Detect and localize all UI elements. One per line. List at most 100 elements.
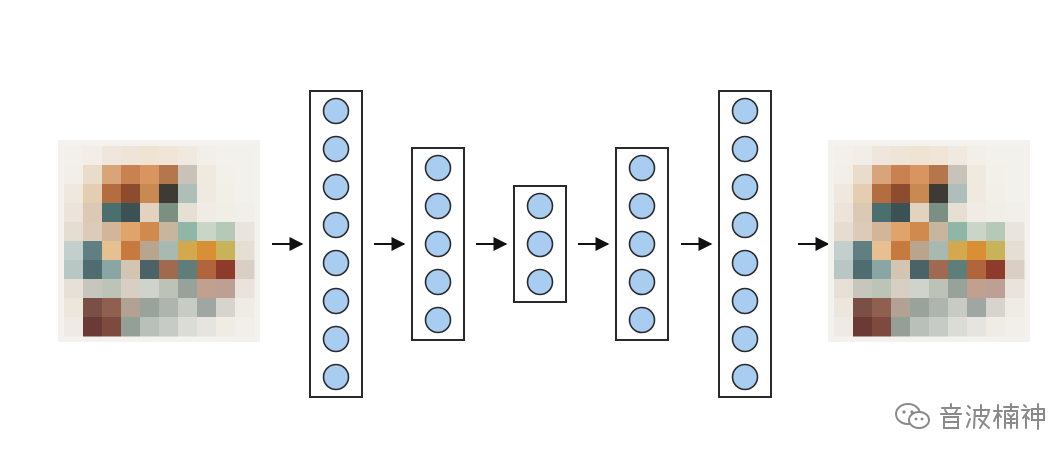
image-pixel bbox=[121, 222, 141, 242]
image-pixel bbox=[834, 165, 854, 185]
image-pixel bbox=[967, 165, 987, 185]
neuron-node bbox=[424, 154, 452, 182]
image-pixel bbox=[986, 222, 1006, 242]
neuron-node bbox=[322, 363, 350, 391]
neuron-node bbox=[731, 325, 759, 353]
image-pixel bbox=[872, 317, 892, 337]
image-pixel bbox=[1005, 165, 1025, 185]
neuron-node bbox=[731, 173, 759, 201]
image-pixel bbox=[891, 203, 911, 223]
image-pixel bbox=[853, 279, 873, 299]
image-pixel bbox=[872, 260, 892, 280]
image-pixel bbox=[121, 184, 141, 204]
image-pixel bbox=[216, 146, 236, 166]
image-pixel bbox=[910, 184, 930, 204]
image-pixel bbox=[140, 298, 160, 318]
image-pixel bbox=[1005, 317, 1025, 337]
image-pixel bbox=[178, 203, 198, 223]
image-pixel bbox=[64, 184, 84, 204]
image-pixel bbox=[216, 298, 236, 318]
image-pixel bbox=[216, 165, 236, 185]
image-pixel bbox=[121, 241, 141, 261]
image-pixel bbox=[121, 203, 141, 223]
image-pixel bbox=[140, 241, 160, 261]
image-pixel bbox=[197, 279, 217, 299]
image-pixel bbox=[102, 260, 122, 280]
image-pixel bbox=[197, 298, 217, 318]
image-pixel bbox=[159, 165, 179, 185]
image-pixel bbox=[910, 298, 930, 318]
encoder-layer-1 bbox=[309, 90, 363, 398]
image-pixel bbox=[910, 222, 930, 242]
image-pixel bbox=[929, 260, 949, 280]
image-pixel bbox=[102, 241, 122, 261]
image-pixel bbox=[891, 146, 911, 166]
image-pixel bbox=[910, 241, 930, 261]
image-pixel bbox=[872, 279, 892, 299]
image-pixel bbox=[1005, 203, 1025, 223]
network-layers bbox=[309, 90, 772, 398]
image-pixel bbox=[853, 298, 873, 318]
neuron-node bbox=[424, 192, 452, 220]
image-pixel bbox=[216, 279, 236, 299]
neuron-node bbox=[628, 230, 656, 258]
neuron-node bbox=[424, 268, 452, 296]
image-pixel bbox=[986, 146, 1006, 166]
image-pixel bbox=[929, 279, 949, 299]
image-pixel bbox=[853, 222, 873, 242]
image-pixel bbox=[986, 184, 1006, 204]
image-pixel bbox=[64, 146, 84, 166]
image-pixel bbox=[929, 165, 949, 185]
image-pixel bbox=[83, 298, 103, 318]
decoder-layer-1 bbox=[615, 147, 669, 341]
image-pixel bbox=[235, 184, 255, 204]
image-pixel bbox=[159, 146, 179, 166]
image-pixel bbox=[891, 260, 911, 280]
image-pixel bbox=[197, 260, 217, 280]
image-pixel bbox=[872, 222, 892, 242]
image-pixel bbox=[853, 203, 873, 223]
image-pixel bbox=[64, 298, 84, 318]
image-pixel bbox=[910, 165, 930, 185]
neuron-node bbox=[424, 306, 452, 334]
neuron-node bbox=[526, 192, 554, 220]
image-pixel bbox=[853, 317, 873, 337]
image-pixel bbox=[910, 279, 930, 299]
image-pixel bbox=[178, 222, 198, 242]
neuron-node bbox=[628, 268, 656, 296]
image-pixel bbox=[83, 184, 103, 204]
image-pixel bbox=[929, 184, 949, 204]
image-pixel bbox=[891, 222, 911, 242]
neuron-node bbox=[628, 306, 656, 334]
image-pixel bbox=[102, 184, 122, 204]
bottleneck-layer bbox=[513, 185, 567, 303]
image-pixel bbox=[159, 241, 179, 261]
image-pixel bbox=[986, 317, 1006, 337]
image-pixel bbox=[986, 241, 1006, 261]
image-pixel bbox=[967, 203, 987, 223]
image-pixel bbox=[834, 317, 854, 337]
image-pixel bbox=[891, 165, 911, 185]
image-pixel bbox=[64, 279, 84, 299]
neuron-node bbox=[322, 325, 350, 353]
image-pixel bbox=[872, 241, 892, 261]
image-pixel bbox=[967, 279, 987, 299]
image-pixel bbox=[83, 222, 103, 242]
image-pixel bbox=[235, 260, 255, 280]
image-pixel bbox=[197, 222, 217, 242]
image-pixel bbox=[853, 184, 873, 204]
image-pixel bbox=[197, 241, 217, 261]
image-pixel bbox=[872, 203, 892, 223]
image-pixel bbox=[235, 222, 255, 242]
image-pixel bbox=[197, 165, 217, 185]
image-pixel bbox=[891, 241, 911, 261]
image-pixel bbox=[929, 298, 949, 318]
image-pixel bbox=[948, 317, 968, 337]
image-pixel bbox=[910, 260, 930, 280]
image-pixel bbox=[872, 298, 892, 318]
image-pixel bbox=[235, 241, 255, 261]
image-pixel bbox=[872, 146, 892, 166]
neuron-node bbox=[628, 192, 656, 220]
image-pixel bbox=[216, 203, 236, 223]
image-pixel bbox=[159, 184, 179, 204]
